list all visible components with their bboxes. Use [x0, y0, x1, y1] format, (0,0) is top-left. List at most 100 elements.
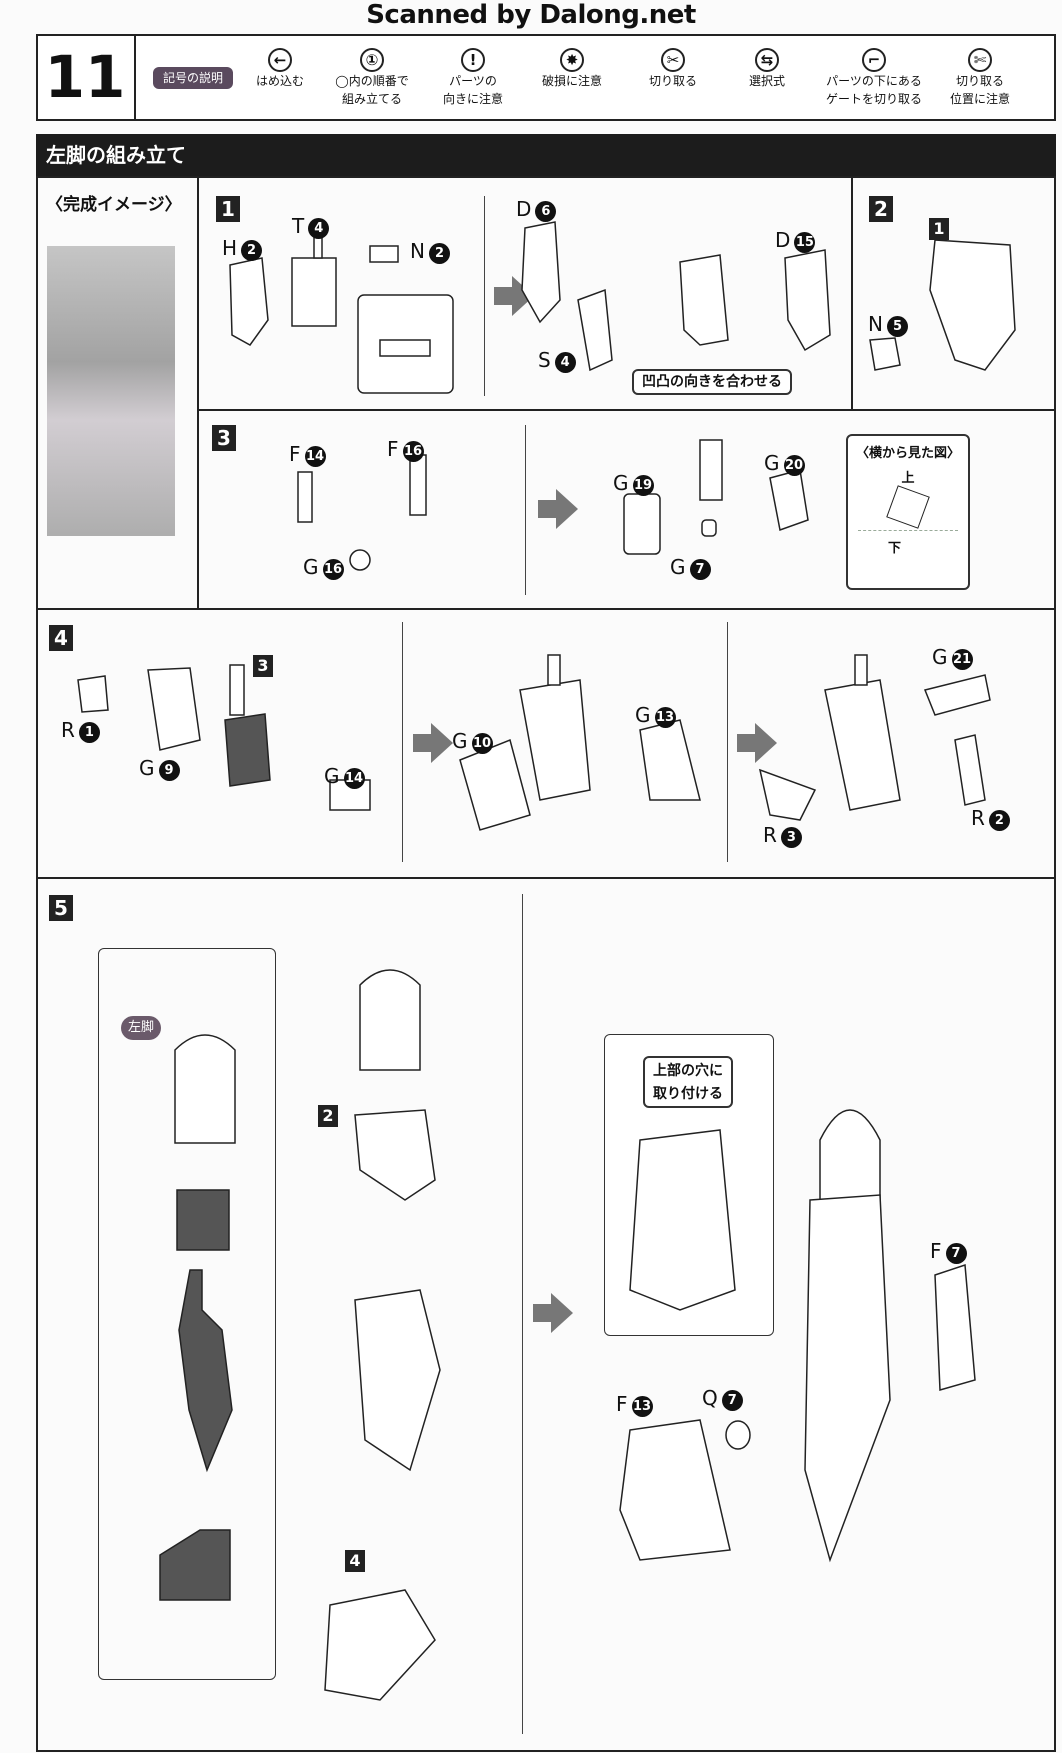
part-number-icon: 7: [945, 1243, 967, 1264]
runner-letter: G: [139, 756, 155, 780]
choice-arrows-icon: ⇆: [712, 44, 822, 72]
side-view-box: 〈横から見た図〉 上 下: [846, 434, 970, 590]
page-number: 11: [36, 34, 136, 121]
legend-item: ✄切り取る位置に注意: [925, 44, 1035, 108]
divider: [525, 425, 526, 595]
legend-badge: 記号の説明: [153, 67, 233, 89]
divider: [36, 877, 1056, 879]
part-number-icon: 3: [780, 827, 802, 848]
runner-letter: G: [932, 645, 948, 669]
runner-letter: D: [775, 228, 791, 252]
runner-letter: R: [61, 718, 75, 742]
part-number-icon: 19: [632, 475, 654, 496]
part-number-icon: 2: [988, 810, 1010, 831]
left-leg-badge: 左脚: [121, 1016, 161, 1040]
next-arrow-icon: [538, 489, 578, 529]
runner-letter: T: [292, 214, 305, 238]
part-number-icon: 16: [402, 441, 424, 462]
completion-label: 〈完成イメージ〉: [46, 195, 182, 215]
runner-letter: F: [930, 1239, 942, 1263]
part-number-icon: 13: [654, 707, 676, 728]
substep-ref: 1: [929, 218, 949, 240]
cut-position-icon: ✄: [925, 44, 1035, 72]
runner-letter: R: [763, 823, 777, 847]
next-arrow-icon: [737, 723, 777, 763]
part-number-icon: 9: [158, 760, 180, 781]
runner-letter: F: [616, 1392, 628, 1416]
divider: [197, 409, 1056, 411]
legend-item: ✂ 切り取る: [618, 44, 728, 90]
runner-letter: G: [670, 555, 686, 579]
runner-letter: N: [410, 239, 425, 263]
step4-parts: [77, 654, 991, 831]
side-view-top: 上: [901, 471, 915, 486]
arrow-left-icon: ←: [225, 44, 335, 72]
divider: [727, 622, 728, 862]
runner-letter: D: [516, 197, 532, 221]
side-view-bottom: 下: [888, 541, 902, 556]
runner-letter: F: [387, 437, 399, 461]
legend-text: 切り取る: [648, 74, 697, 88]
step-number-2: 2: [869, 196, 893, 222]
hexagon-number-icon: ①: [317, 44, 427, 72]
leg-overview-box: [98, 948, 276, 1680]
runner-letter: N: [868, 312, 883, 336]
legend-text: 向きに注意: [442, 92, 503, 106]
runner-letter: G: [613, 471, 629, 495]
part-number-icon: 6: [535, 201, 557, 222]
legend-text: パーツの: [449, 74, 497, 88]
part-number-icon: 16: [322, 559, 344, 580]
runner-letter: G: [635, 703, 651, 727]
align-notch-callout: 凹凸の向きを合わせる: [632, 369, 792, 395]
legend-item: ⇆選択式: [712, 44, 822, 90]
part-number-icon: 10: [471, 733, 493, 754]
part-number-icon: 20: [783, 455, 805, 476]
step5-parts: [159, 969, 976, 1701]
divider: [402, 622, 403, 862]
part-number-icon: 21: [951, 649, 973, 670]
section-title: 左脚の組み立て: [36, 134, 1056, 176]
next-arrow-icon: [533, 1293, 573, 1333]
runner-letter: S: [538, 348, 551, 372]
divider: [36, 608, 1056, 610]
exclamation-icon: !: [418, 44, 528, 72]
substep-ref: 3: [253, 655, 273, 677]
runner-letter: Q: [702, 1386, 718, 1410]
part-number-icon: 7: [721, 1390, 743, 1411]
part-number-icon: 13: [631, 1396, 653, 1417]
runner-letter: G: [303, 555, 319, 579]
step-number-5: 5: [49, 895, 73, 921]
legend-item: ← はめ込む: [225, 44, 335, 90]
part-number-icon: 15: [794, 232, 816, 253]
watermark: Scanned by Dalong.net: [366, 0, 696, 30]
legend-text: 切り取る: [955, 74, 1004, 88]
part-number-icon: 1: [78, 722, 100, 743]
legend-text: ゲートを切り取る: [825, 92, 922, 106]
step3-parts: [297, 439, 809, 571]
runner-letter: F: [289, 442, 301, 466]
substep-ref: 2: [318, 1105, 338, 1127]
part-number-icon: 2: [428, 243, 450, 264]
cut-icon: ✂: [618, 44, 728, 72]
legend-text: はめ込む: [255, 74, 304, 88]
step-number-1: 1: [216, 196, 240, 222]
runner-letter: G: [324, 764, 340, 788]
step-number-4: 4: [49, 625, 73, 651]
step-number-3: 3: [212, 425, 236, 451]
